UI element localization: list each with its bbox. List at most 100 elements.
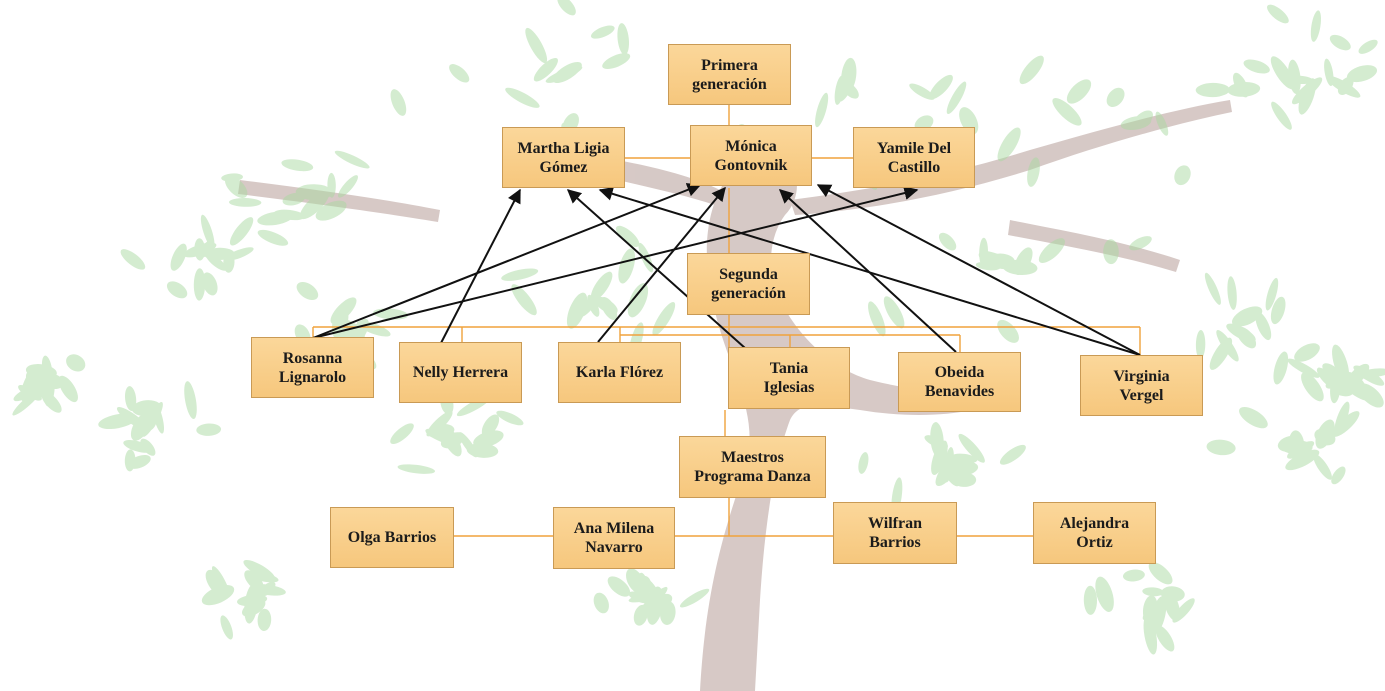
leaf (25, 364, 57, 379)
leaf (29, 377, 60, 390)
leaf (130, 413, 151, 441)
node-obeida-benavides: Obeida Benavides (898, 352, 1021, 412)
influence-arrows (312, 183, 1141, 356)
second-generation-label: Segunda generación (711, 266, 786, 302)
leaf (1239, 406, 1268, 429)
leaf (1294, 343, 1320, 362)
leaf (1310, 10, 1321, 42)
leaf (1155, 111, 1169, 136)
leaf (273, 209, 306, 221)
leaf (1291, 77, 1323, 105)
leaf (229, 197, 262, 207)
leaf (1103, 239, 1119, 265)
leaf (997, 127, 1021, 162)
leaf (425, 428, 460, 446)
leaf (594, 296, 618, 314)
leaf (1142, 595, 1158, 624)
node-martha-ligia-gomez: Martha Ligia Gómez (502, 127, 625, 188)
leaf (120, 249, 146, 270)
node-label: Rosanna Lignarolo (278, 349, 347, 386)
leaf (224, 247, 254, 261)
leaf (481, 414, 500, 437)
node-olga-barrios: Olga Barrios (330, 507, 454, 568)
leaf (626, 568, 645, 594)
leaf (511, 284, 537, 316)
leaf (1227, 276, 1237, 310)
leaf (1209, 337, 1233, 370)
leaf (1267, 4, 1289, 24)
hierarchy-connectors (312, 105, 1141, 537)
node-label: Martha Ligia Gómez (517, 139, 610, 176)
leaf (617, 23, 630, 55)
leaf (1301, 372, 1324, 402)
leaf (334, 150, 370, 169)
leaf (1066, 79, 1092, 104)
leaf (1174, 165, 1191, 186)
node-ana-milena-navarro: Ana Milena Navarro (553, 507, 675, 569)
leaf (140, 438, 156, 456)
node-label: Yamile Del Castillo (876, 139, 952, 176)
arrow-rosanna-to-yamile (312, 186, 919, 339)
leaf (602, 53, 631, 70)
leaf (1332, 344, 1350, 383)
leaf (18, 384, 42, 401)
leaf (183, 242, 217, 258)
leaf (200, 214, 215, 249)
node-virginia-vergel: Virginia Vergel (1080, 355, 1203, 416)
leaf (1129, 236, 1152, 251)
leaf (593, 592, 609, 614)
leaf (1083, 585, 1098, 615)
node-tania-iglesias: Tania Iglesias (728, 347, 850, 409)
node-label: Olga Barrios (347, 529, 437, 546)
node-label: Alejandra Ortiz (1059, 515, 1130, 551)
leaf (638, 242, 654, 273)
first-generation-label: Primera generación (692, 56, 767, 93)
leaf (1265, 277, 1279, 311)
arrow-tania-to-martha (566, 189, 746, 349)
leaf (124, 386, 137, 412)
leaf (466, 443, 499, 458)
leaf (533, 57, 558, 82)
leaf (330, 297, 357, 325)
leaf (390, 89, 407, 116)
node-label: Mónica Gontovnik (714, 137, 788, 174)
leaf (946, 81, 967, 115)
leaf (997, 319, 1019, 343)
leaf (1014, 247, 1033, 276)
leaf (1133, 110, 1153, 129)
leaf (1231, 306, 1263, 327)
leaf (1095, 576, 1114, 612)
leaf (1313, 454, 1332, 480)
leaf (1195, 330, 1206, 359)
leaf (257, 229, 289, 246)
arrow-rosanna-to-monica (312, 183, 702, 339)
leaf (1243, 59, 1270, 74)
leaf (1277, 435, 1303, 452)
leaf (924, 435, 948, 449)
leaf (1273, 351, 1289, 385)
leaf (929, 74, 953, 100)
leaf (205, 252, 227, 271)
leaf (557, 0, 576, 16)
leaf (196, 423, 222, 436)
leaf (950, 453, 978, 464)
first-generation-node: Primera generación (668, 44, 791, 105)
leaf (202, 272, 218, 296)
leaf (1148, 562, 1173, 585)
leaf (315, 200, 347, 221)
leaf (152, 401, 165, 434)
node-label: Wilfran Barrios (868, 515, 922, 551)
leaf (1195, 82, 1230, 98)
leaf (1329, 34, 1351, 51)
arrow-virginia-to-martha (598, 186, 1141, 356)
leaf (501, 268, 539, 281)
leaf (220, 615, 233, 640)
arrow-karla-to-monica (597, 186, 726, 343)
leaf (1346, 371, 1361, 394)
leaf (397, 464, 436, 474)
leaf (390, 423, 414, 445)
leaf (505, 87, 540, 108)
node-alejandra-ortiz: Alejandra Ortiz (1033, 502, 1156, 564)
node-label: Virginia Vergel (1113, 367, 1170, 404)
leaf (633, 604, 648, 626)
